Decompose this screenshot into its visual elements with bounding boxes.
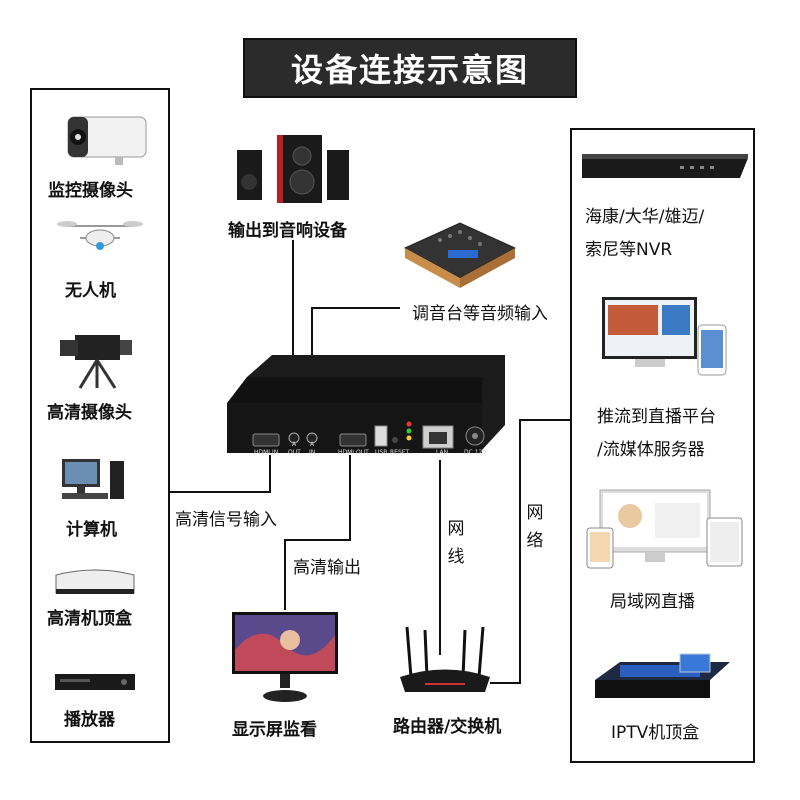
label-router: 路由器/交换机 [393, 717, 502, 737]
monitor-icon [232, 612, 338, 702]
router-icon [400, 626, 490, 692]
label-nvr-line1: 海康/大华/雄迈/ [585, 207, 705, 227]
media-player-icon [55, 674, 135, 690]
label-stream-line2: /流媒体服务器 [597, 440, 705, 460]
label-network-2: 络 [526, 531, 544, 551]
label-lan-live: 局域网直播 [610, 592, 695, 612]
label-iptv: IPTV机顶盒 [611, 723, 700, 743]
label-network-cable-2: 线 [447, 547, 465, 567]
port-a-out-2: OUT [288, 449, 301, 456]
drone-icon [57, 221, 143, 250]
input-sources-panel [30, 88, 170, 743]
audio-mixer-icon [403, 222, 517, 288]
label-surveillance-camera: 监控摄像头 [48, 181, 133, 201]
page-title: 设备连接示意图 [243, 38, 577, 98]
label-hd-output: 高清输出 [293, 558, 361, 578]
port-dc: DC 12V [464, 449, 487, 456]
label-hd-signal-input: 高清信号输入 [175, 510, 277, 530]
label-computer: 计算机 [66, 520, 117, 540]
output-destinations-panel [570, 128, 755, 763]
label-audio-output: 输出到音响设备 [228, 221, 347, 241]
lan-live-devices-icon [586, 489, 743, 569]
iptv-set-top-box-icon [595, 653, 730, 698]
speaker-icon [237, 135, 349, 203]
label-hd-set-top-box: 高清机顶盒 [47, 609, 132, 629]
label-stream-line1: 推流到直播平台 [597, 407, 716, 427]
label-drone: 无人机 [65, 281, 116, 301]
label-nvr-line2: 索尼等NVR [585, 240, 673, 260]
port-lan: LAN [436, 449, 449, 456]
nvr-icon [582, 154, 748, 178]
port-a-in-1: A [310, 441, 315, 448]
security-camera-icon [67, 116, 147, 165]
port-hdmi-out: HDMI OUT [338, 449, 369, 456]
port-hdmi-in: HDMI IN [254, 449, 279, 456]
port-a-out-1: A [292, 441, 297, 448]
computer-icon [62, 459, 124, 499]
label-network-1: 网 [526, 503, 544, 523]
set-top-box-icon [55, 569, 135, 594]
device-ports [252, 421, 485, 449]
port-a-in-2: IN [309, 449, 316, 456]
label-hd-camera: 高清摄像头 [47, 403, 132, 423]
label-network-cable-1: 网 [447, 519, 465, 539]
port-reset: RESET [390, 449, 410, 456]
streaming-platform-icon [602, 297, 727, 376]
label-audio-input: 调音台等音频输入 [412, 304, 548, 324]
label-monitor: 显示屏监看 [232, 720, 317, 740]
label-media-player: 播放器 [64, 710, 115, 730]
port-usb: USB [375, 449, 388, 456]
video-camera-icon [60, 335, 132, 389]
